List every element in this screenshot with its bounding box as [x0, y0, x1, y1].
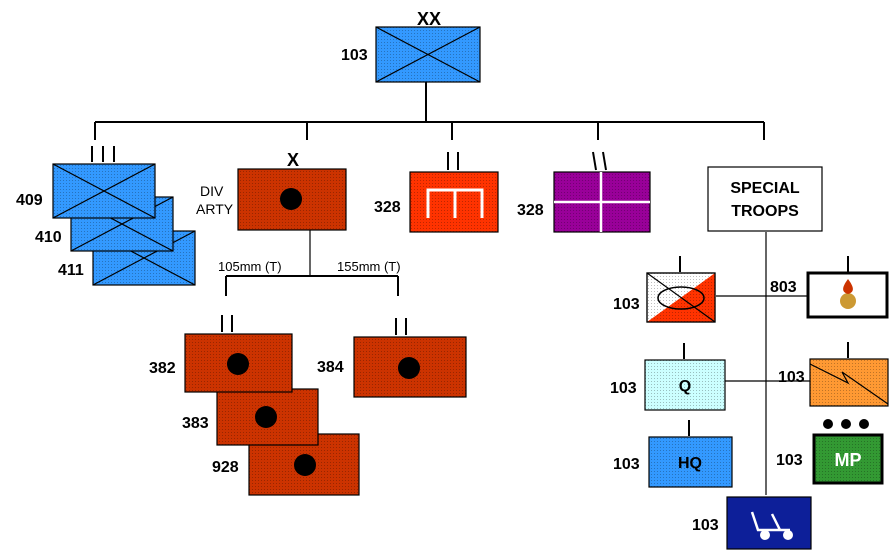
engineer-battalion: 328 — [374, 152, 499, 233]
quartermaster-company: Q 103 — [610, 343, 726, 411]
battalion-number-382: 382 — [149, 360, 176, 377]
mp-label: MP — [835, 450, 862, 470]
artillery-battalions-105: 928 383 382 — [149, 315, 360, 496]
recon-troop: 103 — [613, 256, 716, 323]
quartermaster-number: 103 — [610, 380, 637, 397]
division-unit: XX 103 — [341, 9, 481, 83]
battalion-number-384: 384 — [317, 359, 344, 376]
branch-label-105: 105mm (T) — [218, 259, 282, 274]
quartermaster-label: Q — [679, 378, 691, 395]
battalion-number-383: 383 — [182, 415, 209, 432]
engineer-number: 328 — [374, 199, 401, 216]
special-troops-label-1: SPECIAL — [730, 180, 800, 197]
hq-label: HQ — [678, 455, 702, 472]
hq-company: HQ 103 — [613, 420, 733, 488]
ordnance-number: 803 — [770, 279, 797, 296]
signal-company-number: 103 — [778, 369, 805, 386]
mp-number: 103 — [776, 452, 803, 469]
div-arty-unit: X DIV ARTY 105mm (T) 155mm (T) — [196, 150, 401, 274]
special-troops: SPECIAL TROOPS — [707, 166, 823, 232]
battalion-number-928: 928 — [212, 459, 239, 476]
special-troops-label-2: TROOPS — [731, 203, 799, 220]
division-echelon: XX — [417, 9, 441, 29]
medical-battalion: 103 — [692, 496, 812, 550]
signal-company: 103 — [778, 342, 889, 407]
infantry-regiments: 411 410 409 — [16, 146, 196, 286]
infantry-number-409: 409 — [16, 192, 43, 209]
artillery-battalion-382: 382 — [149, 315, 293, 393]
div-arty-label-1: DIV — [200, 183, 224, 199]
division-number: 103 — [341, 47, 368, 64]
div-arty-echelon: X — [287, 150, 299, 170]
connector-lines — [94, 82, 810, 495]
div-arty-label-2: ARTY — [196, 201, 234, 217]
signal-number: 328 — [517, 202, 544, 219]
recon-number: 103 — [613, 296, 640, 313]
infantry-regiment-409: 409 — [16, 146, 156, 219]
mp-platoon: MP 103 — [776, 419, 884, 485]
infantry-number-410: 410 — [35, 229, 62, 246]
artillery-battalion-383: 383 — [182, 388, 319, 446]
branch-label-155: 155mm (T) — [337, 259, 401, 274]
signal-battalion: 328 — [517, 151, 651, 233]
infantry-number-411: 411 — [58, 262, 84, 279]
artillery-battalion-384: 384 — [317, 318, 467, 398]
ordnance-company: 803 — [770, 256, 889, 319]
medical-number: 103 — [692, 517, 719, 534]
hq-number: 103 — [613, 456, 640, 473]
